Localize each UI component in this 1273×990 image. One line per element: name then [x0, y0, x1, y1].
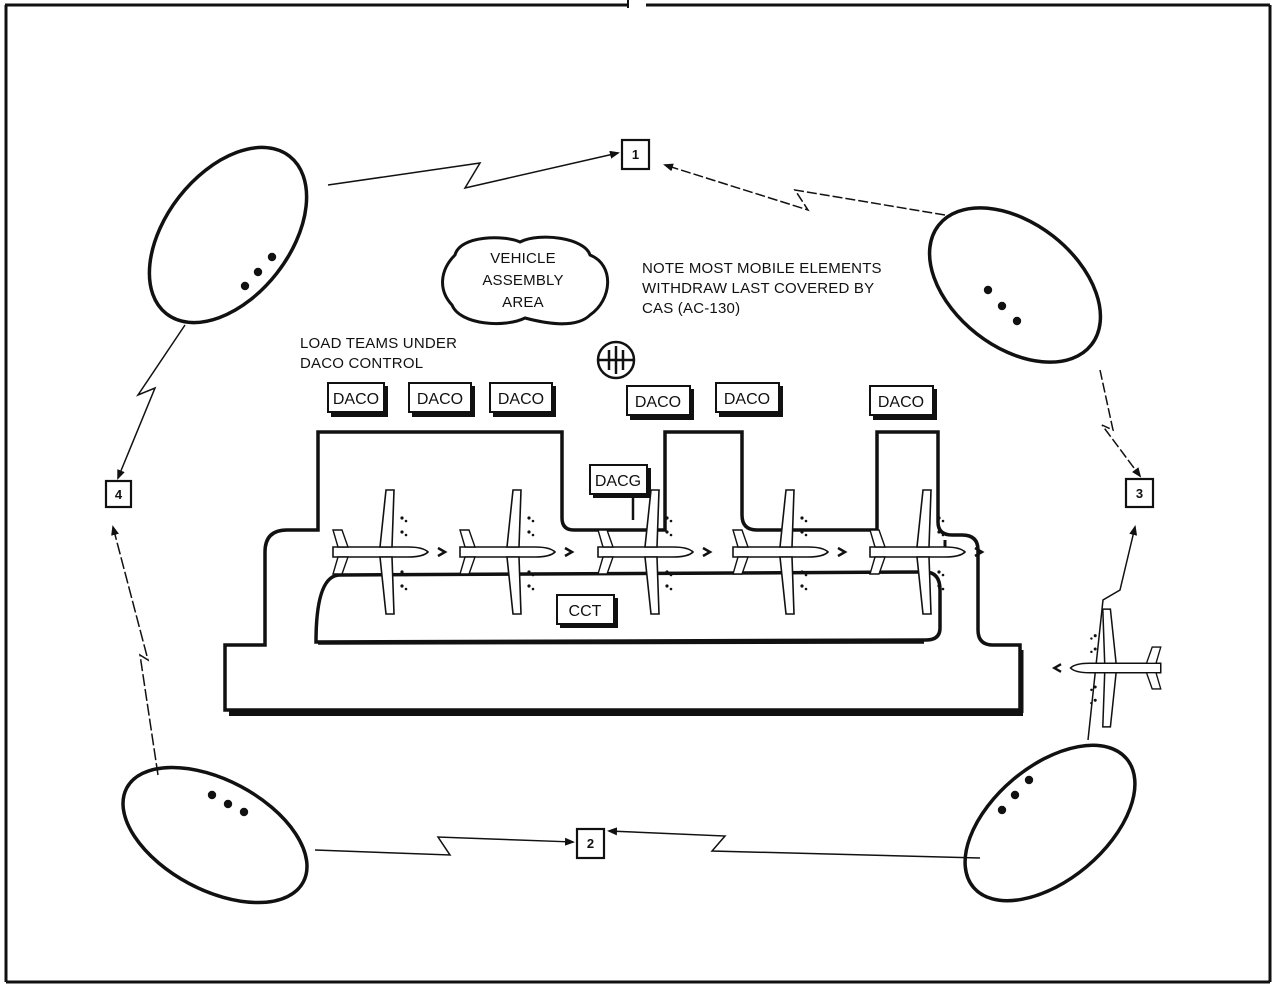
dacg-box: DACG — [589, 464, 651, 520]
daco-box: DACO — [626, 385, 694, 420]
daco-box: DACO — [715, 382, 783, 417]
vehicle-area-label-1: VEHICLE — [490, 250, 556, 267]
daco-box: DACO — [327, 382, 388, 417]
svg-text:DACO CONTROL: DACO CONTROL — [300, 355, 423, 372]
svg-text:LOAD TEAMS UNDER: LOAD TEAMS UNDER — [300, 335, 457, 352]
vehicle-area-label-2: ASSEMBLY — [482, 272, 563, 289]
perimeter-position-se — [963, 743, 1137, 903]
svg-text:NOTE MOST MOBILE ELEMENTS: NOTE MOST MOBILE ELEMENTS — [642, 260, 882, 277]
daco-box: DACO — [408, 382, 475, 417]
perimeter-position-nw — [147, 145, 309, 325]
svg-text:WITHDRAW LAST COVERED BY: WITHDRAW LAST COVERED BY — [642, 280, 874, 297]
svg-text:CAS (AC-130): CAS (AC-130) — [642, 300, 740, 317]
daco-box: DACO — [869, 385, 937, 420]
cct-box: CCT — [556, 594, 618, 628]
link-ne-to-1 — [663, 163, 946, 216]
node-4: 4 — [104, 479, 133, 509]
svg-text:DACO: DACO — [417, 391, 463, 408]
aircraft-icon — [597, 489, 713, 615]
crosshair-icon — [596, 340, 636, 380]
link-sw-to-2 — [314, 836, 575, 856]
svg-text:3: 3 — [1136, 486, 1143, 501]
vehicle-area-label-3: AREA — [502, 294, 544, 311]
perimeter-position-ne — [927, 206, 1103, 364]
aircraft-icon — [732, 489, 848, 615]
svg-text:DACO: DACO — [724, 391, 770, 408]
link-nw-to-4 — [117, 324, 186, 480]
svg-text:1: 1 — [632, 147, 639, 162]
load-teams-label: LOAD TEAMS UNDER DACO CONTROL — [300, 335, 457, 372]
link-ne-to-3 — [1099, 369, 1142, 478]
svg-text:4: 4 — [115, 487, 123, 502]
approaching-aircraft — [1051, 608, 1162, 728]
daco-box: DACO — [489, 382, 556, 417]
note-text: NOTE MOST MOBILE ELEMENTS WITHDRAW LAST … — [642, 260, 882, 317]
vehicle-assembly-area: VEHICLE ASSEMBLY AREA — [441, 235, 610, 326]
aircraft-icon — [332, 489, 448, 615]
link-sw-to-4 — [111, 525, 159, 776]
aircraft-layer — [332, 489, 985, 615]
page-frame — [4, 0, 1272, 984]
aircraft-icon — [1051, 608, 1162, 728]
link-nw-to-1 — [327, 150, 620, 190]
daco-boxes: DACO DACO DACO DACO DACO DACO — [327, 382, 937, 420]
airfield-apron — [223, 430, 1024, 716]
radio-links — [111, 150, 1142, 859]
svg-text:DACO: DACO — [498, 391, 544, 408]
node-2: 2 — [575, 827, 606, 860]
svg-text:DACO: DACO — [635, 394, 681, 411]
svg-text:DACO: DACO — [878, 394, 924, 411]
perimeter-position-sw — [121, 765, 309, 905]
node-1: 1 — [620, 138, 651, 171]
svg-text:DACG: DACG — [595, 473, 641, 490]
link-se-to-2 — [607, 827, 981, 859]
node-3: 3 — [1124, 477, 1155, 509]
svg-text:2: 2 — [587, 836, 594, 851]
aircraft-icon — [459, 489, 575, 615]
svg-text:CCT: CCT — [569, 603, 602, 620]
aircraft-icon — [869, 489, 985, 615]
svg-text:DACO: DACO — [333, 391, 379, 408]
